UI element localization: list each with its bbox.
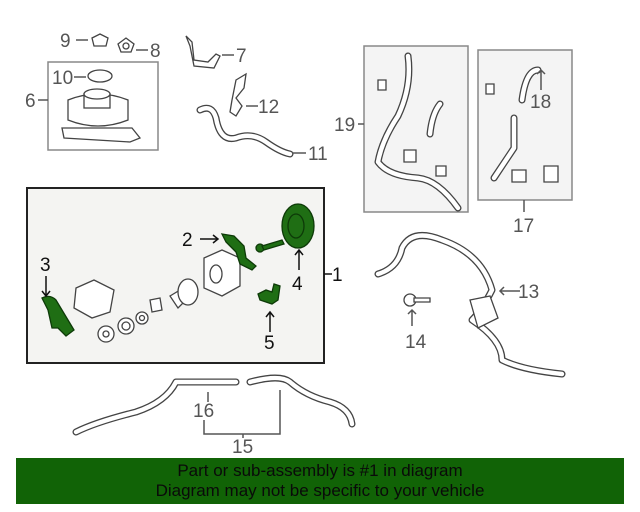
callout-3: 3 — [40, 255, 51, 276]
callout-12: 12 — [258, 97, 279, 118]
callout-14: 14 — [405, 332, 427, 353]
callout-15: 15 — [232, 437, 253, 458]
callout-4: 4 — [292, 274, 303, 295]
callout-7: 7 — [236, 46, 247, 67]
callout-6: 6 — [25, 91, 36, 112]
callout-17: 17 — [513, 216, 534, 237]
callout-9: 9 — [60, 31, 71, 52]
pump-assembly-box — [26, 187, 325, 364]
callout-11: 11 — [308, 144, 328, 165]
callout-1: 1 — [332, 265, 343, 286]
callout-5: 5 — [264, 333, 275, 354]
banner-line-2: Diagram may not be specific to your vehi… — [155, 481, 485, 500]
callout-19: 19 — [334, 115, 355, 136]
callout-8: 8 — [150, 41, 161, 62]
callout-18: 18 — [530, 92, 551, 113]
callout-10: 10 — [52, 68, 73, 89]
callout-16: 16 — [193, 401, 214, 422]
banner-line-1: Part or sub-assembly is #1 in diagram — [177, 461, 463, 480]
disclaimer-banner: Part or sub-assembly is #1 in diagram Di… — [16, 458, 624, 504]
reservoir-group — [47, 33, 159, 151]
callout-2: 2 — [182, 230, 193, 251]
callout-13: 13 — [518, 282, 539, 303]
